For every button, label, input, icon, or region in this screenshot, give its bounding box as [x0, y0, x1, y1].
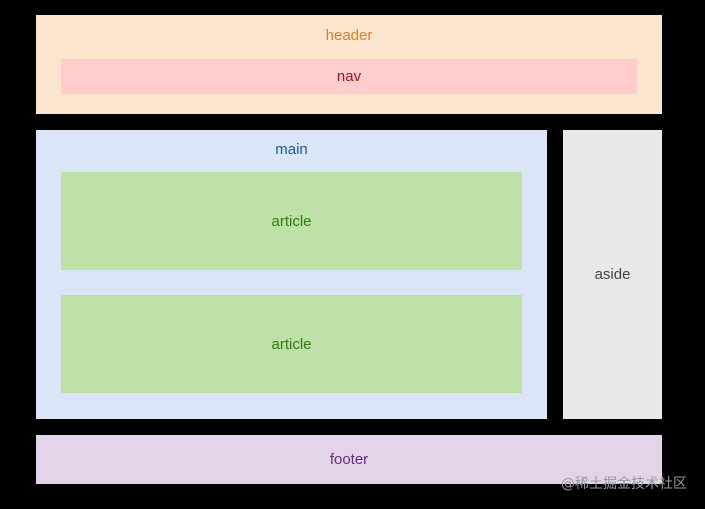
header-label: header [325, 27, 373, 44]
main-label: main [275, 141, 308, 158]
article-block: article [61, 295, 522, 393]
footer-block: footer [36, 435, 662, 484]
footer-label: footer [329, 451, 369, 468]
aside-label: aside [594, 266, 631, 283]
nav-block: nav [61, 59, 637, 94]
article-label: article [271, 335, 312, 353]
nav-label: nav [336, 68, 362, 85]
aside-block: aside [563, 130, 662, 419]
article-label: article [271, 212, 312, 230]
watermark-text: @稀土掘金技术社区 [561, 476, 687, 492]
article-block: article [61, 172, 522, 270]
